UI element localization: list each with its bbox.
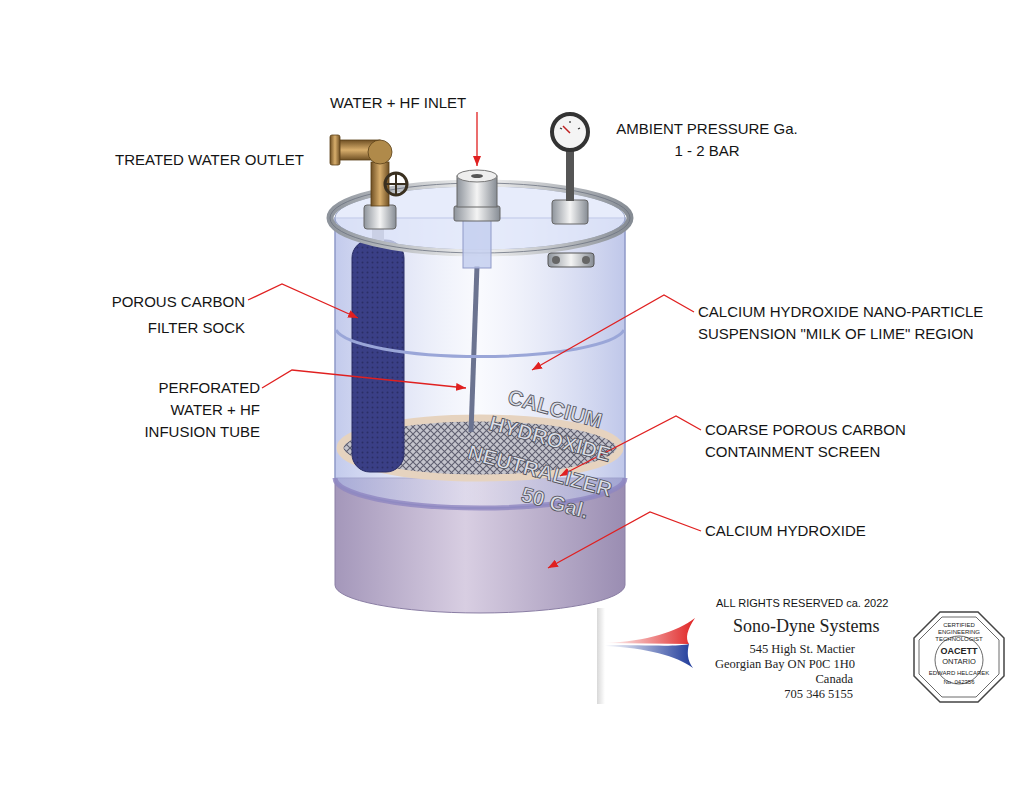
callout-label: WATER + HF INLET	[330, 92, 466, 114]
company-name: Sono-Dyne Systems	[733, 616, 880, 637]
callout-label: TREATED WATER OUTLET	[115, 149, 304, 171]
phone-number: 705 346 5155	[784, 687, 853, 702]
seal-text: OACETT	[912, 646, 1006, 656]
seal-text: EDWARD HELCAREK	[912, 670, 1006, 676]
address-line: 545 High St. Mactier	[749, 642, 855, 657]
callout-label: CALCIUM HYDROXIDE	[705, 520, 866, 542]
seal-text: CERTIFIED ENGINEERING TECHNOLOGIST	[929, 622, 989, 643]
callout-label: CALCIUM HYDROXIDE NANO-PARTICLE SUSPENSI…	[698, 301, 993, 345]
address-line: Canada	[816, 672, 853, 687]
certification-seal: CERTIFIED ENGINEERING TECHNOLOGIST OACETT…	[912, 610, 1006, 704]
address-line: Georgian Bay ON P0C 1H0	[715, 657, 855, 672]
callout-label: COARSE POROUS CARBON CONTAINMENT SCREEN	[705, 419, 915, 463]
callout-label: PERFORATED WATER + HF INFUSION TUBE	[140, 377, 260, 443]
seal-text: ONTARIO	[912, 657, 1006, 666]
callout-label: AMBIENT PRESSURE Ga. 1 - 2 BAR	[613, 118, 801, 162]
title-block: Sono-Dyne Systems 545 High St. MactierGeo…	[597, 608, 897, 704]
callout-label: POROUS CARBON FILTER SOCK	[105, 289, 245, 341]
seal-text: No. 042356	[912, 679, 1006, 685]
